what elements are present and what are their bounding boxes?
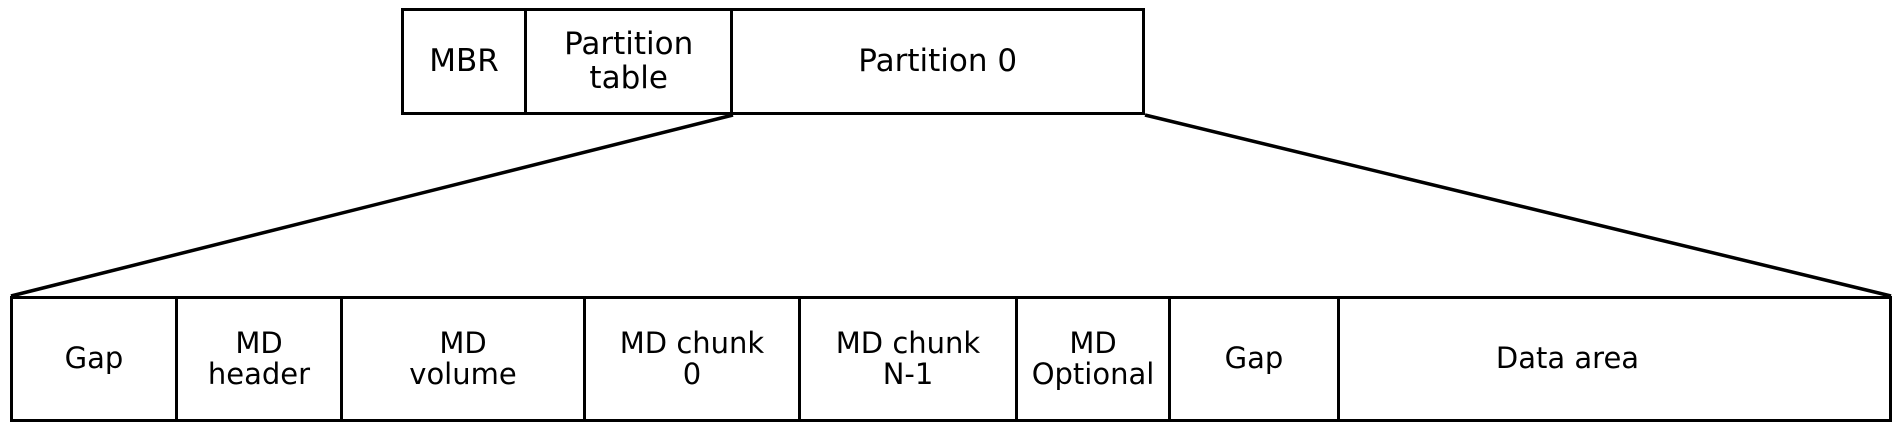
expansion-line-left [10,113,734,298]
cell-gap-trailing-label: Gap [1224,341,1284,376]
cell-partition-table[interactable]: Partition table [527,11,734,112]
cell-md-volume[interactable]: MD volume [343,299,586,419]
cell-mbr-label: MBR [429,42,499,79]
cell-md-header[interactable]: MD header [178,299,343,419]
cell-partition-0[interactable]: Partition 0 [733,11,1142,112]
cell-md-optional[interactable]: MD Optional [1018,299,1171,419]
cell-md-header-label: MD header [207,325,311,391]
cell-mbr[interactable]: MBR [404,11,528,112]
cell-md-optional-label: MD Optional [1031,325,1155,391]
partition-detail-row: Gap MD header MD volume MD chunk 0 MD ch… [10,296,1892,422]
cell-md-chunk-n-1[interactable]: MD chunk N-1 [801,299,1018,419]
cell-md-chunk-n-1-label: MD chunk N-1 [835,325,981,391]
cell-md-chunk-0-label: MD chunk 0 [619,325,765,391]
cell-md-volume-label: MD volume [409,325,517,391]
cell-data-area-label: Data area [1495,341,1640,376]
cell-gap-trailing[interactable]: Gap [1171,299,1340,419]
expansion-line-right [1144,113,1892,298]
cell-md-chunk-0[interactable]: MD chunk 0 [586,299,801,419]
cell-partition-0-label: Partition 0 [858,42,1018,79]
cell-gap-leading-label: Gap [64,341,124,376]
cell-data-area[interactable]: Data area [1340,299,1795,419]
disk-layout-row: MBR Partition table Partition 0 [401,8,1145,115]
cell-partition-table-label: Partition table [564,26,694,96]
cell-gap-leading[interactable]: Gap [13,299,178,419]
